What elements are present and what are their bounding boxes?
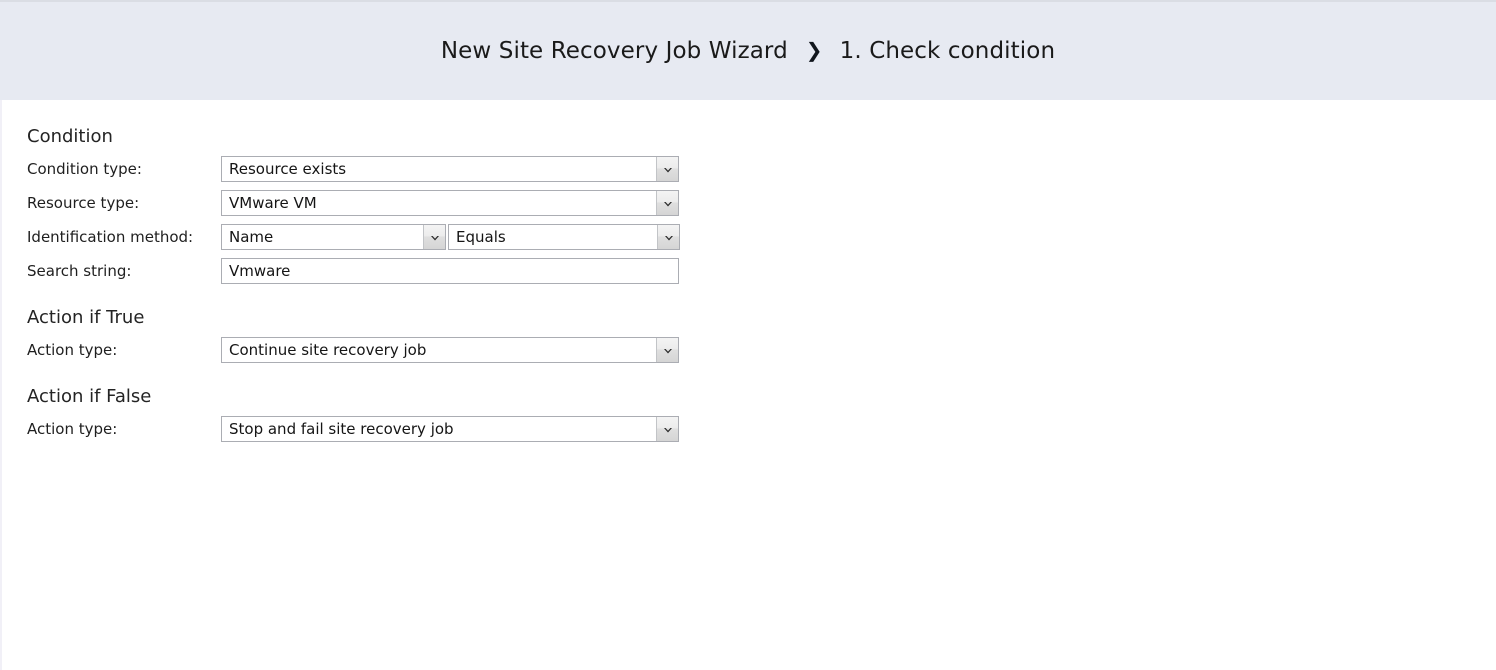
action-if-true-type-value: Continue site recovery job — [222, 338, 656, 362]
identification-method-dropdown[interactable]: Name — [221, 224, 446, 250]
page-body: Condition Condition type: Resource exist… — [0, 100, 1496, 670]
label-search-string: Search string: — [27, 262, 132, 280]
chevron-down-icon[interactable] — [656, 417, 678, 441]
breadcrumb: New Site Recovery Job Wizard ❯ 1. Check … — [441, 38, 1055, 64]
field-row-action-if-true-type: Action type: Continue site recovery job — [27, 337, 679, 363]
label-condition-type: Condition type: — [27, 160, 142, 178]
field-row-resource-type: Resource type: VMware VM — [27, 190, 679, 216]
search-string-input[interactable]: Vmware — [221, 258, 679, 284]
resource-type-value: VMware VM — [222, 191, 656, 215]
action-if-false-type-dropdown[interactable]: Stop and fail site recovery job — [221, 416, 679, 442]
section-heading-action-if-false: Action if False — [27, 386, 152, 407]
identification-operator-value: Equals — [449, 225, 657, 249]
chevron-down-icon[interactable] — [656, 191, 678, 215]
field-row-condition-type: Condition type: Resource exists — [27, 156, 679, 182]
field-row-identification-method: Identification method: Name Equals — [27, 224, 680, 250]
chevron-down-icon[interactable] — [656, 157, 678, 181]
label-action-if-false-type: Action type: — [27, 420, 118, 438]
wizard-title: New Site Recovery Job Wizard — [440, 38, 788, 64]
section-heading-action-if-true: Action if True — [27, 307, 145, 328]
action-if-false-type-value: Stop and fail site recovery job — [222, 417, 656, 441]
identification-method-group: Name Equals — [221, 224, 680, 250]
chevron-down-icon[interactable] — [656, 338, 678, 362]
chevron-down-icon[interactable] — [423, 225, 445, 249]
field-row-action-if-false-type: Action type: Stop and fail site recovery… — [27, 416, 679, 442]
label-resource-type: Resource type: — [27, 194, 140, 212]
breadcrumb-current-step: 1. Check condition — [839, 38, 1056, 64]
label-identification-method: Identification method: — [27, 228, 194, 246]
identification-method-value: Name — [222, 225, 423, 249]
chevron-right-icon: ❯ — [805, 38, 823, 62]
action-if-true-type-dropdown[interactable]: Continue site recovery job — [221, 337, 679, 363]
condition-type-dropdown[interactable]: Resource exists — [221, 156, 679, 182]
label-action-if-true-type: Action type: — [27, 341, 118, 359]
field-row-search-string: Search string: Vmware — [27, 258, 679, 284]
resource-type-dropdown[interactable]: VMware VM — [221, 190, 679, 216]
condition-type-value: Resource exists — [222, 157, 656, 181]
section-heading-condition: Condition — [27, 126, 113, 147]
chevron-down-icon[interactable] — [657, 225, 679, 249]
wizard-header: New Site Recovery Job Wizard ❯ 1. Check … — [0, 0, 1496, 100]
identification-operator-dropdown[interactable]: Equals — [448, 224, 680, 250]
